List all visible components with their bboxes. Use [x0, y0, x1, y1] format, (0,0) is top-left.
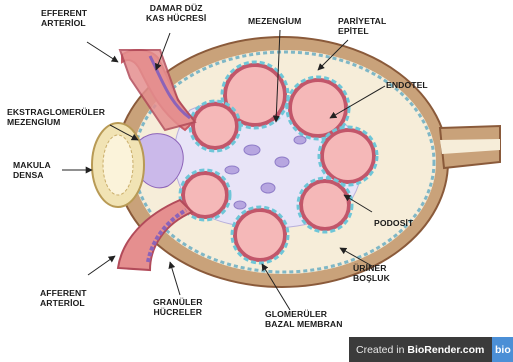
- label-efferent-arteriole: EFFERENT ARTERİOL: [41, 8, 87, 28]
- label-mesangium: MEZENGİUM: [248, 16, 301, 26]
- label-granular-cells: GRANÜLER HÜCRELER: [153, 297, 203, 317]
- badge-brand: BioRender.com: [407, 344, 484, 356]
- label-urinary-space: ÜRİNER BOŞLUK: [353, 263, 390, 283]
- label-parietal-epithelium: PARİYETAL EPİTEL: [338, 16, 386, 36]
- label-macula-densa: MAKULA DENSA: [13, 160, 51, 180]
- badge-logo-text: bio: [495, 344, 511, 356]
- capillary-loop: [193, 104, 237, 148]
- badge-prefix: Created in: [356, 344, 407, 356]
- label-podocyte: PODOSİT: [374, 218, 413, 228]
- capillary-loop: [290, 80, 346, 136]
- label-endothelium: ENDOTEL: [386, 80, 428, 90]
- label-smooth-muscle-cell: DAMAR DÜZ KAS HÜCRESİ: [146, 3, 206, 23]
- label-glomerular-basement-membrane: GLOMERÜLER BAZAL MEMBRAN: [265, 309, 343, 329]
- label-extraglomerular-mesangium: EKSTRAGLOMERÜLER MEZENGİUM: [7, 107, 105, 127]
- capillary-loop: [322, 130, 374, 182]
- capillary-loop: [235, 210, 285, 260]
- label-afferent-arteriole: AFFERENT ARTERİOL: [40, 288, 87, 308]
- macula-densa-lumen: [103, 135, 133, 195]
- biorender-badge[interactable]: Created in BioRender.com bio: [349, 337, 513, 362]
- capillary-loop: [301, 181, 349, 229]
- badge-logo: bio: [492, 337, 513, 362]
